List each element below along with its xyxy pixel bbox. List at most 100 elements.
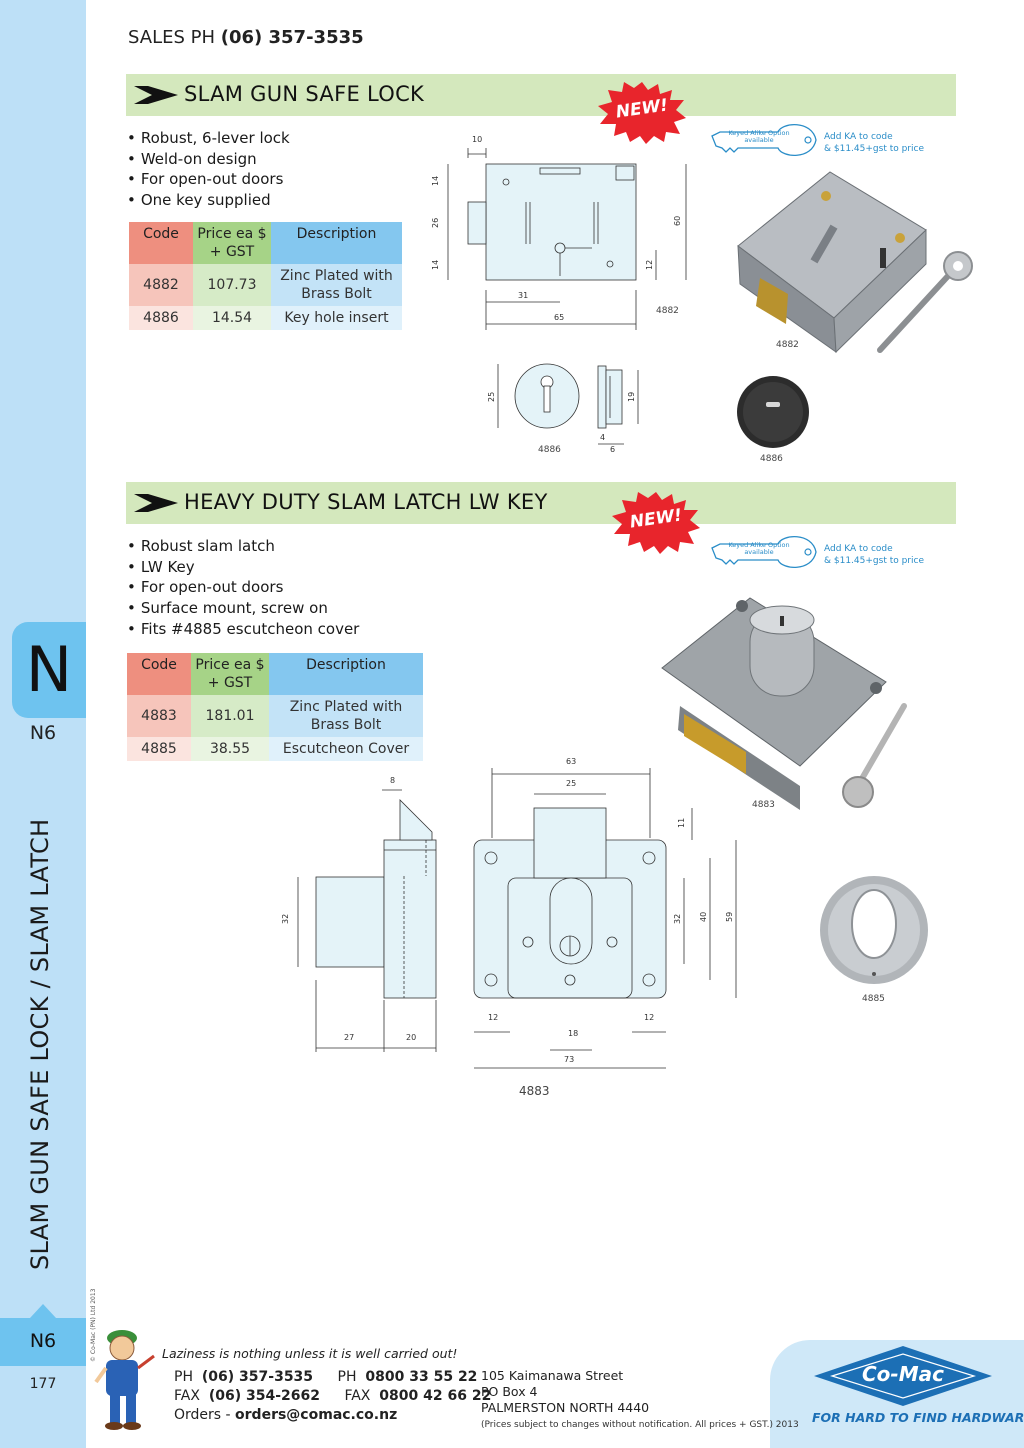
- key-alike-info: Add KA to code & $11.45+gst to price: [824, 543, 924, 567]
- vertical-section-title: SLAM GUN SAFE LOCK / SLAM LATCH: [26, 818, 54, 1270]
- footer-code-box: [0, 1318, 86, 1366]
- section-title: HEAVY DUTY SLAM LATCH LW KEY: [184, 490, 548, 514]
- dim-label: 25: [487, 392, 496, 402]
- footer-contacts: PH (06) 357-3535 PH 0800 33 55 22 FAX (0…: [174, 1368, 491, 1425]
- dim-label: 59: [725, 912, 734, 922]
- feature-item: Fits #4885 escutcheon cover: [127, 619, 360, 640]
- key-hole-insert-photo: [737, 376, 809, 448]
- key-alike-badge: Keyed Alike Option available: [708, 530, 824, 578]
- column-header-price: Price ea $ + GST: [193, 222, 271, 264]
- sales-phone: (06) 357-3535: [220, 27, 364, 48]
- up-arrow-icon: [30, 1304, 56, 1318]
- phone-number: (06) 357-3535: [201, 1369, 314, 1385]
- cell-description: Zinc Plated with Brass Bolt: [269, 695, 423, 737]
- feature-item: Robust slam latch: [127, 536, 359, 557]
- dim-label: 40: [699, 912, 708, 922]
- page-number: 177: [29, 1376, 57, 1392]
- table-header-row: Code Price ea $ + GST Description: [127, 653, 423, 695]
- footer-section-code: N6: [29, 1330, 57, 1352]
- price-disclaimer: (Prices subject to changes without notif…: [481, 1420, 799, 1430]
- column-header-price: Price ea $ + GST: [191, 653, 269, 695]
- cell-code: 4883: [127, 695, 191, 737]
- dim-label: 14: [431, 176, 440, 186]
- sales-label: SALES PH: [128, 27, 221, 48]
- drawing-caption: 4882: [656, 306, 679, 316]
- address-line: PO Box 4: [481, 1384, 538, 1399]
- dim-label: 27: [344, 1033, 354, 1042]
- dim-label: 12: [488, 1013, 498, 1022]
- company-logo-text: Co-Mac: [862, 1362, 944, 1386]
- dim-label: 11: [677, 818, 686, 828]
- lock-technical-drawing: 10 14 26 14 60 12 31 65 25 19 4 6: [431, 135, 687, 454]
- column-header-code: Code: [127, 653, 191, 695]
- fax-label: FAX: [174, 1388, 200, 1404]
- sales-phone-line: SALES PH (06) 357-3535: [128, 27, 364, 48]
- freefax-number: 0800 42 66 22: [379, 1388, 492, 1404]
- chevron-arrow-icon: [134, 494, 178, 512]
- drawing-caption: 4883: [519, 1084, 550, 1098]
- table-row: 4883 181.01 Zinc Plated with Brass Bolt: [127, 695, 423, 737]
- dim-label: 12: [645, 260, 654, 270]
- dim-label: 25: [566, 779, 576, 788]
- section-header-gun-safe-lock: SLAM GUN SAFE LOCK: [126, 74, 956, 116]
- dim-label: 4: [600, 433, 605, 442]
- cell-price: 14.54: [193, 306, 271, 330]
- feature-item: One key supplied: [127, 190, 290, 211]
- column-header-description: Description: [269, 653, 423, 695]
- key-outline-icon: [711, 124, 817, 156]
- section-title: SLAM GUN SAFE LOCK: [184, 82, 425, 106]
- fax-label: FAX: [344, 1388, 371, 1404]
- dim-label: 65: [554, 313, 564, 322]
- dim-label: 73: [564, 1055, 574, 1064]
- orders-label: Orders -: [174, 1407, 236, 1423]
- dim-label: 32: [281, 914, 290, 924]
- cell-description: Escutcheon Cover: [269, 737, 423, 761]
- chevron-arrow-icon: [134, 86, 178, 104]
- section-letter: N: [25, 633, 73, 706]
- dim-label: 8: [390, 776, 395, 785]
- column-header-description: Description: [271, 222, 402, 264]
- orders-email[interactable]: orders@comac.co.nz: [235, 1407, 398, 1423]
- feature-item: Surface mount, screw on: [127, 598, 359, 619]
- table-header-row: Code Price ea $ + GST Description: [129, 222, 402, 264]
- drawing-caption: 4886: [538, 445, 561, 455]
- table-row: 4882 107.73 Zinc Plated with Brass Bolt: [129, 264, 402, 306]
- photo-caption: 4885: [862, 994, 885, 1004]
- key-alike-badge: Keyed Alike Option available: [708, 118, 824, 166]
- cell-code: 4885: [127, 737, 191, 761]
- starburst-icon: [598, 82, 686, 144]
- dim-label: 31: [518, 291, 528, 300]
- column-header-code: Code: [129, 222, 193, 264]
- feature-list: Robust slam latch LW Key For open-out do…: [127, 536, 360, 640]
- dim-label: 10: [472, 135, 482, 144]
- feature-item: Weld-on design: [127, 149, 290, 170]
- company-slogan: FOR HARD TO FIND HARDWARE: [812, 1410, 1024, 1425]
- dim-label: 14: [431, 260, 440, 270]
- feature-item: Robust, 6-lever lock: [127, 128, 290, 149]
- key-alike-line1: Add KA to code: [824, 544, 893, 554]
- key-alike-label: Keyed Alike Option available: [728, 129, 790, 144]
- gun-safe-lock-photo: [737, 171, 973, 354]
- key-alike-line2: & $11.45+gst to price: [824, 556, 924, 566]
- phone-label: PH: [337, 1369, 357, 1385]
- dim-label: 6: [610, 445, 615, 454]
- cell-price: 181.01: [191, 695, 269, 737]
- section-tab: [12, 622, 86, 718]
- photo-caption: 4886: [760, 454, 783, 464]
- table-row: 4885 38.55 Escutcheon Cover: [127, 737, 423, 761]
- dim-label: 60: [673, 216, 682, 226]
- dim-label: 19: [627, 392, 636, 402]
- dim-label: 18: [568, 1029, 578, 1038]
- freephone-number: 0800 33 55 22: [365, 1369, 478, 1385]
- new-badge: NEW!: [596, 80, 688, 144]
- key-alike-line2: & $11.45+gst to price: [824, 144, 924, 154]
- starburst-icon: [612, 492, 700, 554]
- price-table: Code Price ea $ + GST Description 4882 1…: [129, 222, 402, 330]
- feature-item: LW Key: [127, 557, 359, 578]
- key-alike-info: Add KA to code & $11.45+gst to price: [824, 131, 924, 155]
- dim-label: 32: [673, 914, 682, 924]
- cell-code: 4882: [129, 264, 193, 306]
- cell-description: Zinc Plated with Brass Bolt: [271, 264, 402, 306]
- footer-address: 105 Kaimanawa Street PO Box 4 PALMERSTON…: [481, 1368, 649, 1416]
- dim-label: 20: [406, 1033, 416, 1042]
